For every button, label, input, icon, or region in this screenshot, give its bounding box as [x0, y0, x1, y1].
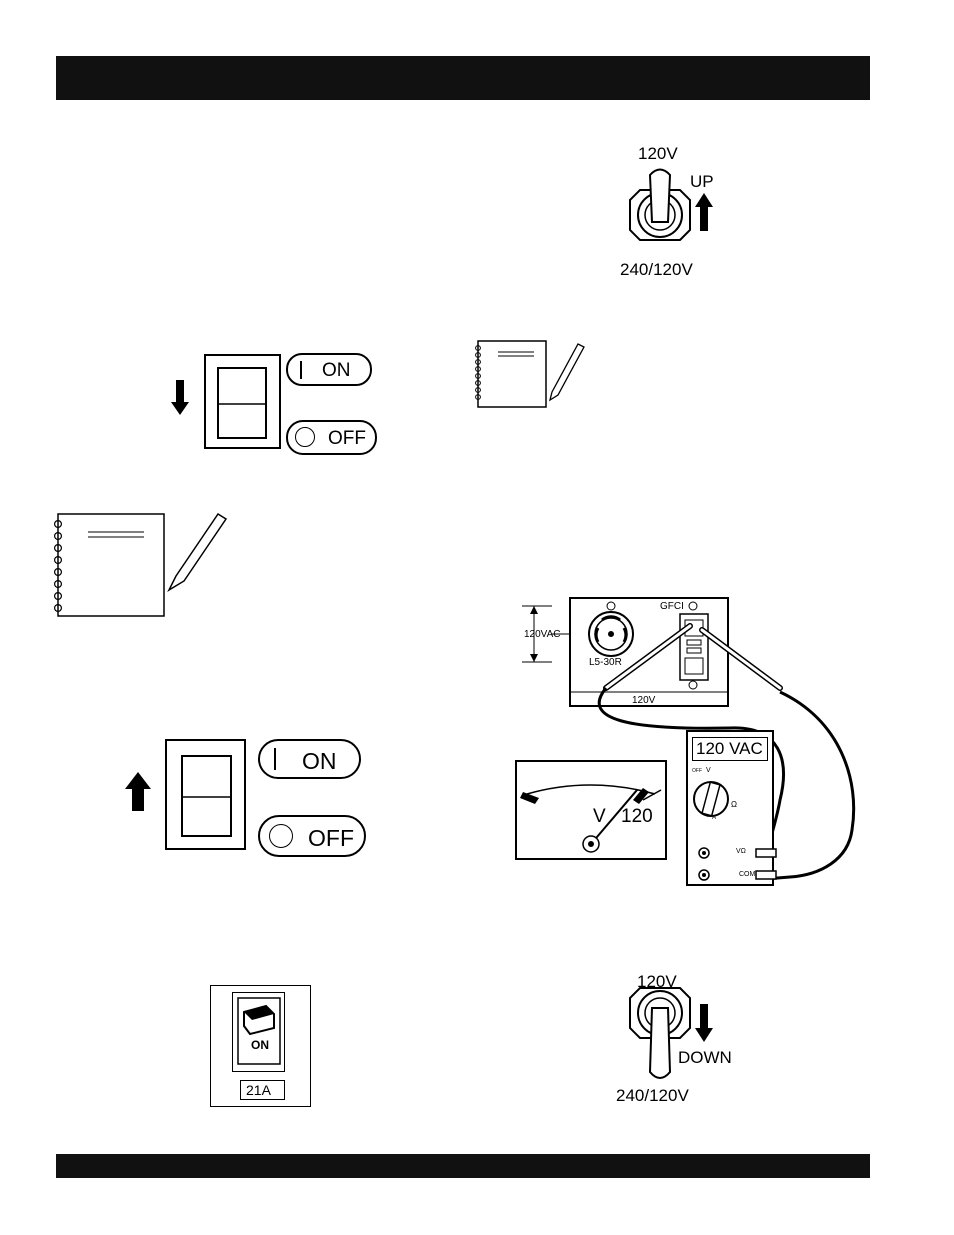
arrow-down-icon [170, 380, 190, 416]
toggle-top-240-label: 240/120V [620, 260, 693, 280]
toggle-bottom-down-label: DOWN [678, 1048, 732, 1068]
multimeter-ports-icon [696, 845, 716, 885]
toggle-top-up-label: UP [690, 172, 714, 192]
header-bar [56, 56, 870, 100]
footer-bar [56, 1154, 870, 1178]
off-indicator-upper: OFF [286, 420, 377, 455]
on-label-upper: ON [322, 360, 351, 382]
notebook-pencil-small-icon [474, 338, 594, 410]
multimeter-dial-icon [686, 774, 736, 824]
on-indicator-lower: ON [258, 739, 361, 779]
off-circle-lower-icon [269, 824, 293, 848]
arrow-up-lower-icon [124, 772, 152, 812]
dial-v-label: V [706, 767, 711, 774]
breaker-rating-label: 21A [246, 1082, 271, 1098]
notebook-pencil-large-icon [52, 510, 242, 622]
arrow-up-icon [694, 193, 714, 233]
rocker-switch-upper-icon [204, 354, 282, 450]
analog-meter-value: 120 [621, 806, 653, 828]
off-label-upper: OFF [328, 428, 366, 450]
panel-120vac-label: 120VAC [524, 629, 561, 640]
breaker-switch-icon [236, 996, 282, 1068]
rocker-switch-lower-icon [165, 739, 247, 851]
analog-meter-unit: V [593, 806, 606, 828]
multimeter-display: 120 VAC [692, 737, 768, 761]
off-indicator-lower: OFF [258, 815, 366, 857]
panel-l5-30r-label: L5-30R [589, 657, 622, 668]
breaker-on-label: ON [251, 1038, 269, 1052]
on-indicator-upper: ON [286, 353, 372, 386]
arrow-down-lower-icon [694, 1004, 714, 1044]
port-v-label: VΩ [736, 848, 746, 855]
off-label-lower: OFF [308, 825, 354, 852]
lead-plugs-icon [752, 845, 782, 881]
off-circle-icon [295, 427, 315, 447]
on-label-lower: ON [302, 748, 337, 775]
toggle-bottom-240-label: 240/120V [616, 1086, 689, 1106]
on-bar-lower-icon [274, 748, 276, 770]
multimeter-display-text: 120 VAC [696, 739, 763, 759]
panel-gfci-label: GFCI [660, 601, 684, 612]
on-bar-icon [300, 361, 302, 379]
breaker-rating-box: 21A [240, 1080, 285, 1100]
